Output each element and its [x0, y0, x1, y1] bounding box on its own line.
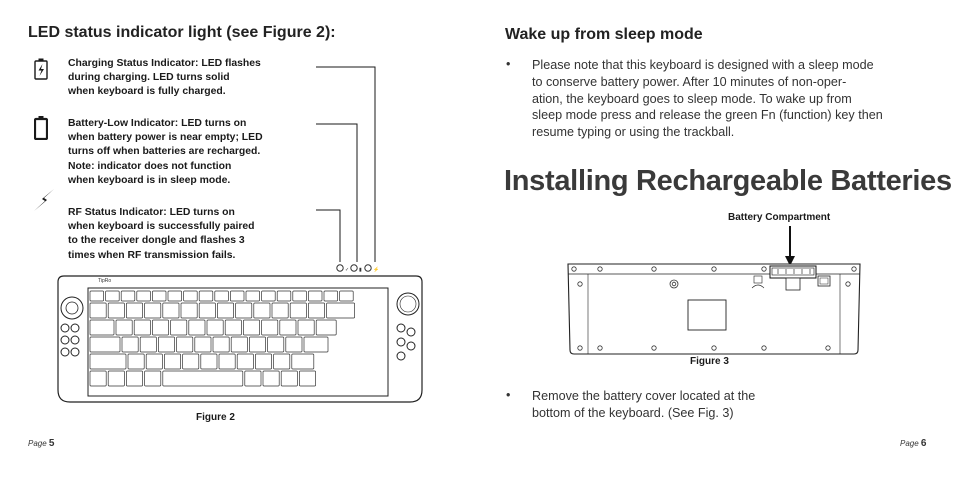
battery-charging-icon [34, 58, 48, 80]
bullet-marker-2: • [506, 388, 511, 402]
figure-2-caption: Figure 2 [196, 412, 235, 423]
battery-low-icon [34, 116, 48, 140]
rf-lightning-icon [34, 189, 54, 211]
svg-text:⚡: ⚡ [373, 266, 379, 273]
figure-3-caption: Figure 3 [690, 356, 729, 367]
svg-text:TipRo: TipRo [98, 278, 111, 284]
sleep-mode-paragraph: Please note that this keyboard is design… [532, 58, 883, 140]
battery-low-indicator-text: Battery-Low Indicator: LED turns on when… [68, 118, 263, 186]
svg-text:▮: ▮ [359, 267, 362, 273]
page-number-5: Page 5 [28, 438, 55, 449]
keyboard-illustration: ✓ ▮ ⚡ TipRo [57, 264, 423, 403]
wake-section-heading: Wake up from sleep mode [505, 26, 703, 43]
page-number-6: Page 6 [900, 438, 927, 449]
batteries-section-title: Installing Rechargeable Batteries [504, 165, 952, 197]
bullet-marker: • [506, 57, 511, 71]
battery-compartment-label: Battery Compartment [728, 212, 831, 223]
led-section-heading: LED status indicator light (see Figure 2… [28, 24, 336, 41]
charging-indicator-text: Charging Status Indicator: LED flashes d… [68, 58, 261, 98]
svg-text:✓: ✓ [345, 267, 349, 273]
keyboard-bottom-illustration [567, 226, 861, 355]
remove-cover-paragraph: Remove the battery cover located at the … [532, 389, 756, 420]
rf-indicator-text: RF Status Indicator: LED turns on when k… [68, 207, 255, 261]
